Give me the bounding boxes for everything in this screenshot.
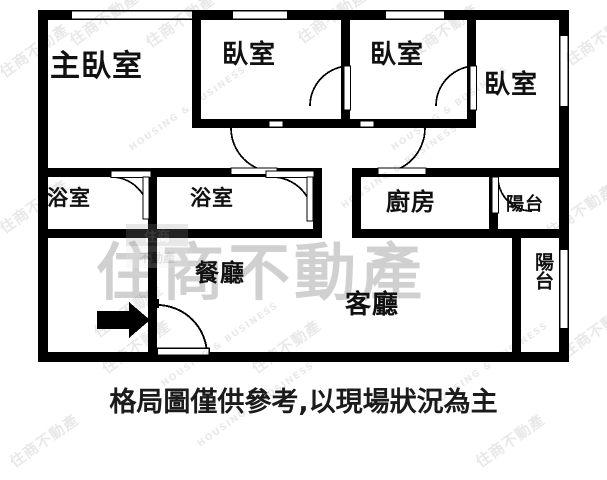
entrance-arrow-icon [97, 302, 150, 338]
window-top-2 [233, 10, 287, 20]
room-label-balcony-1: 陽台 [506, 194, 544, 215]
door-bedroom-3-side [309, 65, 352, 111]
door-entrance [150, 299, 210, 356]
door-balcony-1 [491, 176, 533, 214]
room-label-bedroom-4: 臥室 [484, 70, 539, 100]
door-bedroom-4 [435, 65, 478, 111]
door-bedroom-3 [359, 120, 427, 176]
room-label-bathroom-2: 浴室 [190, 186, 234, 210]
plan-caption: 格局圖僅供參考,以現場狀況為主 [109, 387, 498, 418]
window-top-3 [386, 10, 444, 20]
room-label-bedroom-3: 臥室 [370, 40, 425, 70]
window-top-1 [72, 10, 194, 20]
door-bedroom-2 [230, 120, 284, 176]
room-label-living: 客廳 [345, 290, 400, 320]
room-label-bathroom-1: 浴室 [47, 186, 91, 210]
window-right-bedroom4 [559, 36, 569, 106]
room-label-kitchen: 廚房 [386, 188, 436, 216]
door-bathroom-1 [110, 170, 152, 220]
room-label-balcony-2: 陽台 [532, 252, 554, 290]
room-label-bedroom-2: 臥室 [222, 40, 277, 70]
room-label-master-bedroom: 主臥室 [50, 49, 143, 84]
window-right-balcony2 [559, 250, 569, 328]
door-bathroom-2 [265, 170, 315, 222]
room-label-dining: 餐廳 [195, 259, 245, 287]
